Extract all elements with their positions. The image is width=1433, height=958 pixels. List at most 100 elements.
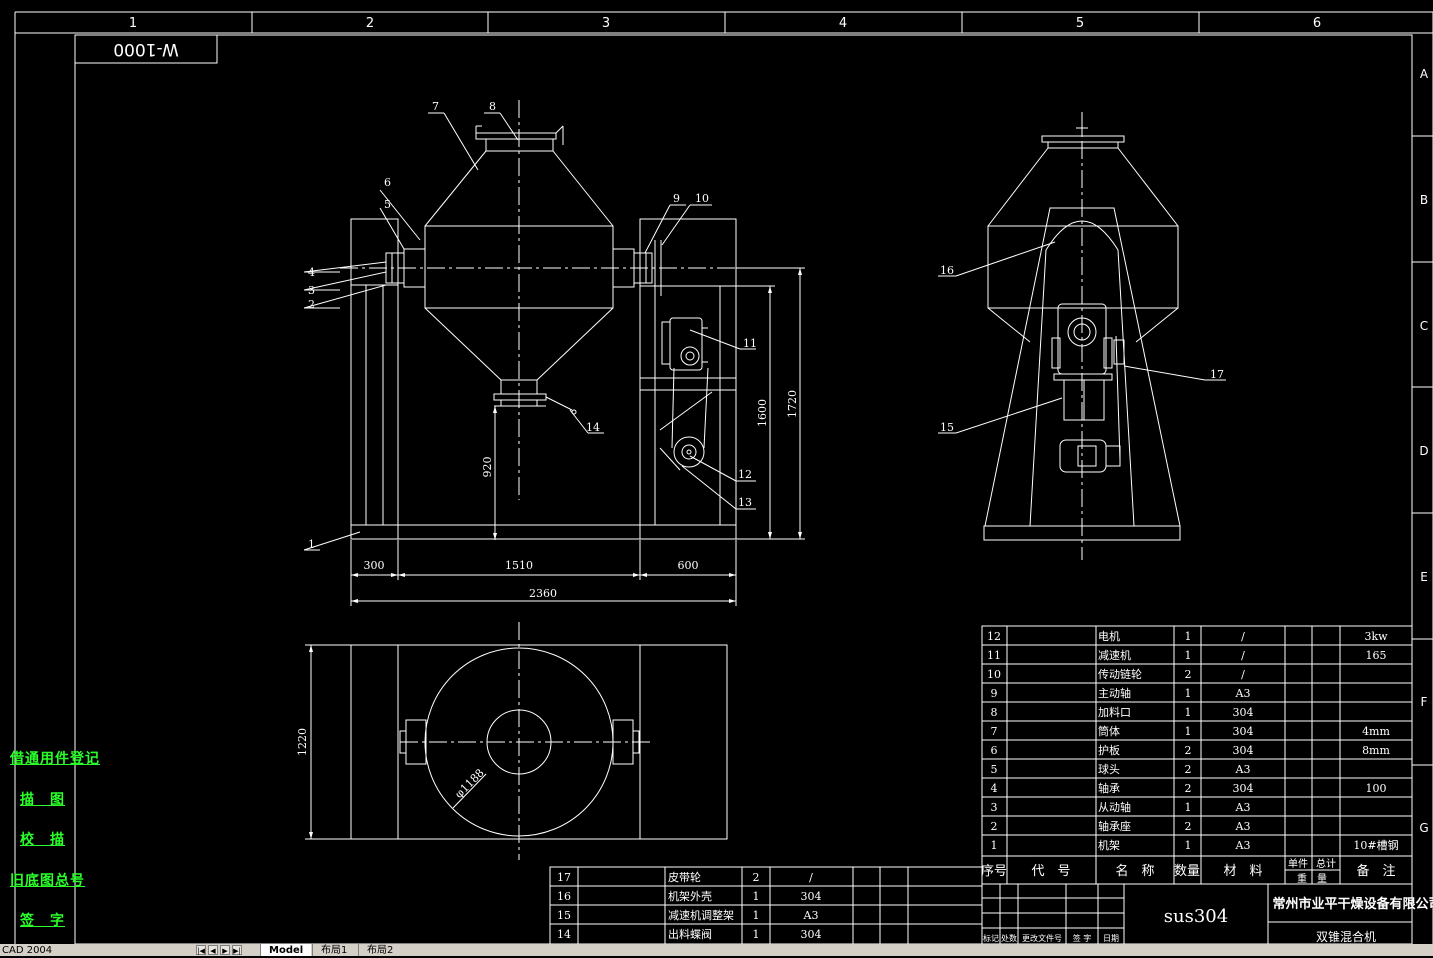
bom-cell-name: 加料口 xyxy=(1098,705,1131,719)
bom-cell-note: 4mm xyxy=(1362,725,1390,738)
dimension-1600: 1600 xyxy=(756,399,769,427)
bom-cell-qty: 1 xyxy=(1185,649,1192,662)
rev-header-sign: 签 字 xyxy=(1073,933,1092,943)
callout-5: 5 xyxy=(384,198,391,211)
bom-cell-no: 12 xyxy=(987,630,1001,643)
bom-cell-mat: 304 xyxy=(1233,744,1254,757)
bom-left-cell-mat: 304 xyxy=(801,890,822,903)
column-label: 4 xyxy=(839,16,847,31)
rev-header-mark: 标记 xyxy=(983,933,999,943)
bom-cell-no: 7 xyxy=(991,725,998,738)
callout-3: 3 xyxy=(308,284,315,297)
callout-12: 12 xyxy=(738,468,752,481)
row-label: F xyxy=(1421,695,1428,709)
bom-cell-qty: 1 xyxy=(1185,801,1192,814)
bom-cell-name: 轴承座 xyxy=(1098,819,1131,833)
callout-2: 2 xyxy=(308,298,315,311)
column-label: 2 xyxy=(366,16,374,31)
callout-10: 10 xyxy=(695,192,709,205)
bom-left-cell-qty: 1 xyxy=(753,928,760,941)
dimension-1720: 1720 xyxy=(786,390,799,418)
prev-tab-icon[interactable]: ◀ xyxy=(208,945,218,955)
dimension-300: 300 xyxy=(364,559,385,572)
callout-11: 11 xyxy=(743,337,757,350)
bom-cell-no: 8 xyxy=(991,706,998,719)
callout-4: 4 xyxy=(308,266,315,279)
tab-layout2[interactable]: 布局2 xyxy=(358,944,401,956)
side-label-signature: 签 字 xyxy=(20,913,65,929)
bom-cell-no: 2 xyxy=(991,820,998,833)
product-name: 双锥混合机 xyxy=(1316,929,1376,944)
column-label: 6 xyxy=(1313,16,1321,31)
rev-header-date: 日期 xyxy=(1103,934,1119,943)
rev-header-count: 处数 xyxy=(1001,933,1017,943)
first-tab-icon[interactable]: |◀ xyxy=(196,945,206,955)
next-tab-icon[interactable]: ▶ xyxy=(220,945,230,955)
bom-cell-name: 从动轴 xyxy=(1098,800,1131,814)
last-tab-icon[interactable]: ▶| xyxy=(232,945,242,955)
bom-header-material: 材 料 xyxy=(1223,864,1262,879)
bom-cell-no: 6 xyxy=(991,744,998,757)
bom-cell-mat: 304 xyxy=(1233,706,1254,719)
bom-cell-mat: / xyxy=(1241,630,1245,643)
bom-cell-qty: 2 xyxy=(1185,763,1192,776)
column-label: 1 xyxy=(129,16,137,31)
bom-cell-name: 机架 xyxy=(1098,838,1120,852)
bom-cell-qty: 1 xyxy=(1185,706,1192,719)
callout-6: 6 xyxy=(384,176,391,189)
bom-left-cell-mat: / xyxy=(809,871,813,884)
title-material: sus304 xyxy=(1164,906,1228,927)
row-label: B xyxy=(1420,193,1428,207)
bom-left-cell-no: 14 xyxy=(557,928,571,941)
callout-14: 14 xyxy=(586,421,600,434)
app-name: CAD 2004 xyxy=(2,945,53,956)
bom-left-cell-name: 减速机调整架 xyxy=(668,908,734,922)
row-label: E xyxy=(1420,570,1428,584)
bom-cell-note: 10#槽钢 xyxy=(1353,839,1398,852)
bom-cell-qty: 1 xyxy=(1185,687,1192,700)
side-label-registration: 借通用件登记 xyxy=(10,751,100,767)
bom-cell-no: 10 xyxy=(987,668,1001,681)
bom-cell-mat: A3 xyxy=(1235,687,1251,700)
bom-cell-no: 1 xyxy=(991,839,998,852)
tab-model[interactable]: Model xyxy=(260,944,312,956)
bom-cell-name: 球头 xyxy=(1098,762,1120,776)
row-label: A xyxy=(1420,67,1429,81)
bom-left-cell-name: 皮带轮 xyxy=(668,870,701,884)
bom-cell-name: 减速机 xyxy=(1098,648,1131,662)
bom-cell-mat: A3 xyxy=(1235,839,1251,852)
bom-cell-mat: A3 xyxy=(1235,763,1251,776)
bom-cell-no: 3 xyxy=(991,801,998,814)
bom-header-qty: 数量 xyxy=(1174,864,1200,879)
bom-cell-name: 主动轴 xyxy=(1098,686,1131,700)
bom-cell-name: 电机 xyxy=(1098,629,1120,643)
bom-cell-mat: 304 xyxy=(1233,725,1254,738)
callout-8: 8 xyxy=(489,100,496,113)
bom-cell-mat: A3 xyxy=(1235,801,1251,814)
bom-left-cell-no: 15 xyxy=(557,909,571,922)
bom-left-cell-qty: 1 xyxy=(753,909,760,922)
rev-header-doc: 更改文件号 xyxy=(1022,933,1062,943)
drawing-number: W-1000 xyxy=(113,39,179,59)
company-name: 常州市业平干燥设备有限公司 xyxy=(1272,896,1433,912)
bom-cell-note: 165 xyxy=(1366,649,1387,662)
bom-cell-name: 护板 xyxy=(1098,743,1120,757)
bom-table-right xyxy=(981,625,1413,885)
bom-left-cell-no: 17 xyxy=(557,871,571,884)
side-label-proofing: 校 描 xyxy=(20,832,65,848)
bom-left-cell-qty: 1 xyxy=(753,890,760,903)
bom-cell-note: 8mm xyxy=(1362,744,1390,757)
bom-cell-qty: 1 xyxy=(1185,630,1192,643)
bom-left-cell-qty: 2 xyxy=(753,871,760,884)
bom-header-unit: 单件 xyxy=(1288,858,1308,870)
bom-cell-name: 轴承 xyxy=(1098,781,1120,795)
callout-1: 1 xyxy=(308,538,315,551)
row-label: C xyxy=(1420,319,1428,333)
bom-header-name: 名 称 xyxy=(1115,863,1154,879)
bom-left-cell-name: 出料蝶阀 xyxy=(668,927,712,941)
layout-tab-bar: CAD 2004 |◀ ◀ ▶ ▶| Model 布局1 布局2 xyxy=(0,944,1433,956)
tab-layout1[interactable]: 布局1 xyxy=(312,944,355,956)
bom-cell-no: 11 xyxy=(987,649,1001,662)
bom-left-cell-no: 16 xyxy=(557,890,571,903)
